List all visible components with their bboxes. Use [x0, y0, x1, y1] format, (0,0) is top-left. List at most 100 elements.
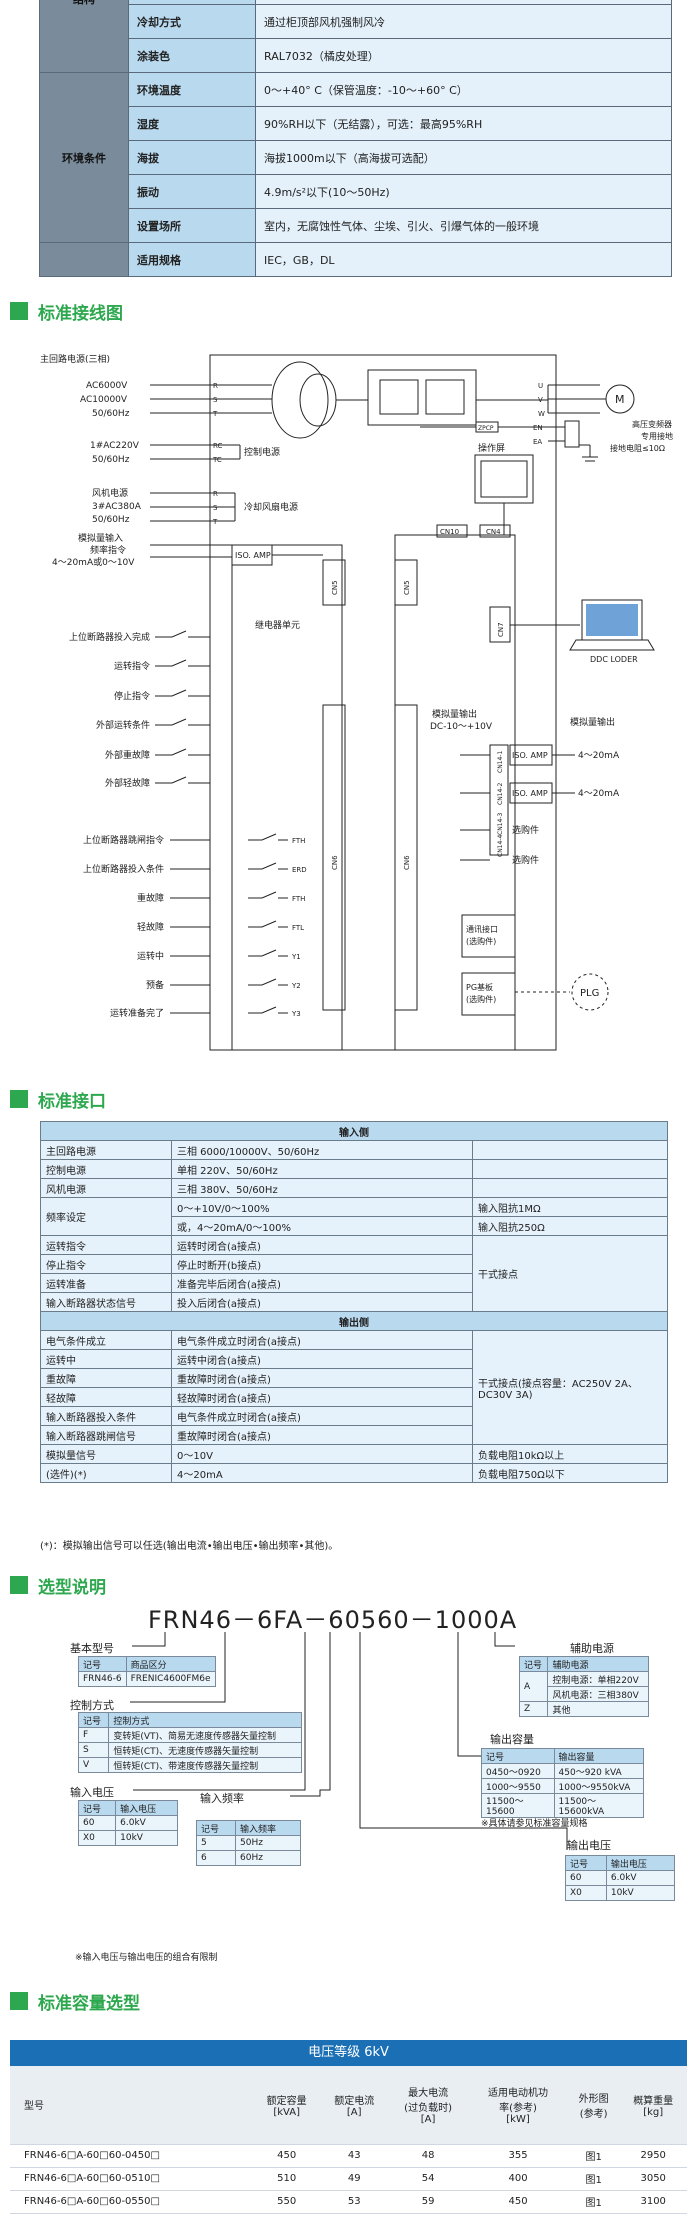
capacity-cell: FRN46-6□A-60□60-0510□ [10, 2167, 253, 2191]
wiring-input-label: 停止指令 [114, 690, 150, 702]
wiring-output-label: 运转中 [137, 950, 164, 962]
out-spec: 重故障时闭合(a接点) [171, 1425, 473, 1445]
capacity-header: 最大电流 (过负载时) [A] [388, 2066, 469, 2145]
motor-symbol: M [615, 393, 625, 406]
model-code-part: A [499, 1606, 518, 1634]
cn14-4: CN14-4 [497, 835, 504, 857]
analog-note-2: 负载电阻750Ω以下 [472, 1463, 668, 1483]
analog-spec-2: 4～20mA [171, 1463, 473, 1483]
ao-right-label: 模拟量输出 [570, 716, 615, 728]
cn14-2: CN14-2 [497, 783, 504, 805]
wiring-output-label: 轻故障 [137, 921, 164, 933]
fan-power-label: 冷却风扇电源 [244, 501, 298, 513]
fan-power-title: 风机电源 [92, 487, 128, 499]
dry-name: 运转准备 [40, 1273, 172, 1293]
spec-group-structure: 结构 [39, 0, 129, 73]
relay-code: FTH [292, 895, 305, 903]
cn6-right: CN6 [403, 855, 411, 870]
plg-label: PLG [580, 988, 599, 999]
out-name: 重故障 [40, 1368, 172, 1388]
fan-voltage: 3#AC380A [92, 502, 142, 512]
analog-note-1: 负载电阻10kΩ以上 [472, 1444, 668, 1464]
cn14-3: CN14-3 [497, 813, 504, 835]
ground-note-3: 接地电阻≤10Ω [610, 443, 665, 453]
output-contact [170, 862, 288, 870]
capacity-cell: 355 [468, 2144, 568, 2168]
out-name: 输入断路器投入条件 [40, 1406, 172, 1426]
ao-title-2: DC-10～+10V [430, 722, 493, 732]
capacity-cell: 510 [252, 2167, 321, 2191]
ao-title-1: 模拟量输出 [432, 708, 477, 720]
dry-spec: 停止时断开(b接点) [171, 1254, 473, 1274]
dry-name: 输入断路器状态信号 [40, 1292, 172, 1312]
model-code-part: － [409, 1606, 435, 1634]
analog-name-2: (选件)(*) [40, 1463, 172, 1483]
in-note [472, 1140, 668, 1160]
main-frequency: 50/60Hz [92, 409, 130, 419]
in-name: 主回路电源 [40, 1140, 172, 1160]
capacity-note: ※具体请参见标准容量规格 [481, 1819, 588, 1829]
in-note [472, 1159, 668, 1179]
output-contact [170, 949, 288, 957]
comm-label-2: (选购件) [466, 936, 496, 946]
dry-note: 干式接点 [472, 1235, 668, 1312]
out-name: 轻故障 [40, 1387, 172, 1407]
capacity-header: 外形图 (参考) [567, 2066, 620, 2145]
aux-power-title: 辅助电源 [570, 1642, 614, 1655]
ctrl-frequency: 50/60Hz [92, 455, 130, 465]
term-fan-s: S [213, 504, 218, 512]
cn5-right: CN5 [403, 580, 411, 595]
wiring-output-label: 重故障 [137, 892, 164, 904]
dry-spec: 投入后闭合(a接点) [171, 1292, 473, 1312]
out-spec: 轻故障时闭合(a接点) [171, 1387, 473, 1407]
cn14-1: CN14-1 [497, 751, 504, 773]
section-capacity-title: 标准容量选型 [10, 1990, 140, 2014]
zpcp-label: ZPCP [478, 425, 494, 432]
dry-name: 运转指令 [40, 1235, 172, 1255]
interface-table: 输入侧 主回路电源 三相 6000/10000V、50/60Hz 控制电源 单相… [40, 1121, 668, 1483]
capacity-cell: 53 [320, 2190, 389, 2214]
cn6-left: CN6 [331, 855, 339, 870]
option-2: 选购件 [512, 854, 539, 866]
term-out-ea: EA [533, 438, 542, 446]
capacity-cell: 图1 [567, 2167, 620, 2191]
analog-in-1: 模拟量输入 [78, 532, 123, 544]
capacity-header: 概算重量 [kg] [619, 2066, 687, 2145]
wiring-input-label: 外部重故障 [105, 749, 150, 761]
model-code-part: － [303, 1606, 329, 1634]
wiring-input-label: 外部运转条件 [96, 719, 150, 731]
ground-note-2: 专用接地 [641, 431, 673, 441]
operator-label: 操作屏 [478, 442, 505, 454]
in-name: 风机电源 [40, 1178, 172, 1198]
section-marker [10, 1576, 28, 1594]
relay-code: Y2 [291, 982, 301, 990]
capacity-cell: 图1 [567, 2144, 620, 2168]
out-spec: 重故障时闭合(a接点) [171, 1368, 473, 1388]
out-name: 电气条件成立 [40, 1330, 172, 1350]
wiring-input-label: 上位断路器投入完成 [69, 631, 150, 643]
pc-label: DDC LODER [590, 655, 638, 664]
dry-spec: 运转时闭合(a接点) [171, 1235, 473, 1255]
ctrl-voltage: 1#AC220V [90, 441, 140, 451]
capacity-cell: 43 [320, 2144, 389, 2168]
out-name: 运转中 [40, 1349, 172, 1369]
iso-amp-out-1: ISO. AMP [512, 751, 548, 760]
capacity-cell: 400 [468, 2167, 568, 2191]
option-1: 选购件 [512, 824, 539, 836]
freq-spec-2: 或，4～20mA/0～100% [171, 1216, 473, 1236]
iso-amp-out-2: ISO. AMP [512, 789, 548, 798]
model-code-part: 60 [377, 1606, 410, 1634]
term-out-u: U [538, 382, 543, 390]
spec-label: 冷却方式 [128, 4, 256, 39]
wiring-input-label: 运转指令 [114, 660, 150, 672]
capacity-cell: 550 [252, 2190, 321, 2214]
cn7-label: CN7 [497, 622, 505, 637]
term-fan-r: R [213, 490, 218, 498]
output-voltage-title: 输出电压 [567, 1839, 611, 1852]
main-power-label: 主回路电源(三相) [40, 353, 110, 365]
capacity-title-bar: 电压等级 6kV [10, 2040, 687, 2066]
model-code-part: 1000 [434, 1606, 500, 1634]
capacity-cell: 450 [252, 2144, 321, 2168]
